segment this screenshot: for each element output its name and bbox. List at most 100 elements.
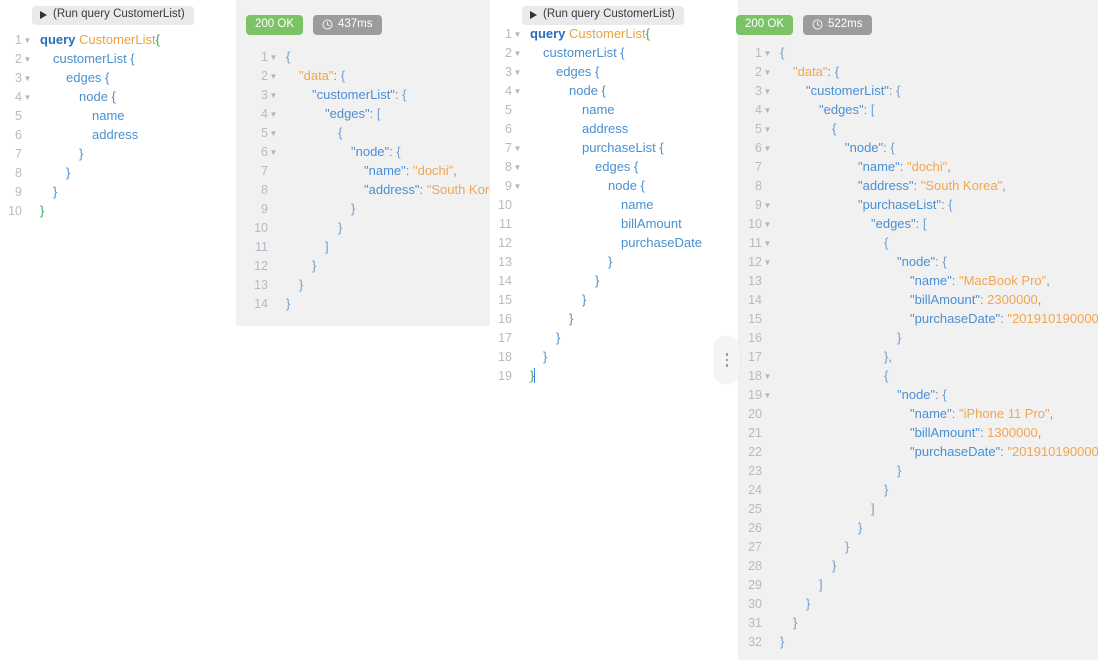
code-line[interactable]: 14▼} bbox=[246, 294, 508, 313]
code-line[interactable]: 17▼}, bbox=[736, 347, 1098, 366]
code-line[interactable]: 6▼address bbox=[490, 119, 702, 138]
code-line[interactable]: 22▼"purchaseDate": "20191019000000" bbox=[736, 442, 1098, 461]
code-line[interactable]: 10▼} bbox=[0, 201, 160, 220]
code-line[interactable]: 20▼"name": "iPhone 11 Pro", bbox=[736, 404, 1098, 423]
code-line[interactable]: 15▼"purchaseDate": "20191019000000" bbox=[736, 309, 1098, 328]
code-line[interactable]: 9▼node { bbox=[490, 176, 702, 195]
code-line[interactable]: 8▼} bbox=[0, 163, 160, 182]
code-line[interactable]: 6▼"node": { bbox=[736, 138, 1098, 157]
fold-arrow-icon[interactable]: ▼ bbox=[763, 144, 772, 153]
fold-arrow-icon[interactable]: ▼ bbox=[23, 74, 32, 83]
code-line[interactable]: 5▼name bbox=[0, 106, 160, 125]
code-line[interactable]: 8▼edges { bbox=[490, 157, 702, 176]
code-line[interactable]: 17▼} bbox=[490, 328, 702, 347]
code-line[interactable]: 6▼"node": { bbox=[246, 142, 508, 161]
fold-arrow-icon[interactable]: ▼ bbox=[763, 201, 772, 210]
graphql-query-editor-2[interactable]: (Run query CustomerList) 1▼query Custome… bbox=[490, 0, 728, 660]
fold-arrow-icon[interactable]: ▼ bbox=[763, 87, 772, 96]
code-line[interactable]: 12▼purchaseDate bbox=[490, 233, 702, 252]
fold-arrow-icon[interactable]: ▼ bbox=[513, 182, 522, 191]
query-code-lines-1[interactable]: 1▼query CustomerList{2▼customerList {3▼e… bbox=[0, 30, 160, 220]
fold-arrow-icon[interactable]: ▼ bbox=[269, 91, 278, 100]
code-line[interactable]: 11▼] bbox=[246, 237, 508, 256]
fold-arrow-icon[interactable]: ▼ bbox=[763, 49, 772, 58]
code-line[interactable]: 13▼} bbox=[246, 275, 508, 294]
fold-arrow-icon[interactable]: ▼ bbox=[513, 163, 522, 172]
code-line[interactable]: 12▼"node": { bbox=[736, 252, 1098, 271]
code-line[interactable]: 19▼"node": { bbox=[736, 385, 1098, 404]
code-line[interactable]: 27▼} bbox=[736, 537, 1098, 556]
fold-arrow-icon[interactable]: ▼ bbox=[269, 72, 278, 81]
run-query-button-1[interactable]: (Run query CustomerList) bbox=[32, 6, 194, 25]
code-line[interactable]: 4▼"edges": [ bbox=[246, 104, 508, 123]
code-line[interactable]: 3▼"customerList": { bbox=[736, 81, 1098, 100]
code-line[interactable]: 16▼} bbox=[736, 328, 1098, 347]
fold-arrow-icon[interactable]: ▼ bbox=[513, 87, 522, 96]
graphql-query-editor-1[interactable]: (Run query CustomerList) 1▼query Custome… bbox=[0, 0, 236, 660]
code-line[interactable]: 8▼"address": "South Korea", bbox=[736, 176, 1098, 195]
code-line[interactable]: 7▼} bbox=[0, 144, 160, 163]
code-line[interactable]: 15▼} bbox=[490, 290, 702, 309]
code-line[interactable]: 25▼] bbox=[736, 499, 1098, 518]
run-query-button-2[interactable]: (Run query CustomerList) bbox=[522, 6, 684, 25]
code-line[interactable]: 7▼purchaseList { bbox=[490, 138, 702, 157]
code-line[interactable]: 14▼"billAmount": 2300000, bbox=[736, 290, 1098, 309]
code-line[interactable]: 2▼customerList { bbox=[0, 49, 160, 68]
code-line[interactable]: 9▼} bbox=[246, 199, 508, 218]
code-line[interactable]: 5▼name bbox=[490, 100, 702, 119]
code-line[interactable]: 32▼} bbox=[736, 632, 1098, 651]
panel-resize-drag-handle[interactable] bbox=[714, 336, 740, 384]
code-line[interactable]: 30▼} bbox=[736, 594, 1098, 613]
fold-arrow-icon[interactable]: ▼ bbox=[763, 239, 772, 248]
code-line[interactable]: 13▼"name": "MacBook Pro", bbox=[736, 271, 1098, 290]
code-line[interactable]: 28▼} bbox=[736, 556, 1098, 575]
code-line[interactable]: 10▼"edges": [ bbox=[736, 214, 1098, 233]
code-line[interactable]: 11▼billAmount bbox=[490, 214, 702, 233]
fold-arrow-icon[interactable]: ▼ bbox=[23, 36, 32, 45]
code-line[interactable]: 7▼"name": "dochi", bbox=[246, 161, 508, 180]
code-line[interactable]: 29▼] bbox=[736, 575, 1098, 594]
fold-arrow-icon[interactable]: ▼ bbox=[763, 68, 772, 77]
fold-arrow-icon[interactable]: ▼ bbox=[269, 110, 278, 119]
code-line[interactable]: 9▼} bbox=[0, 182, 160, 201]
code-line[interactable]: 18▼} bbox=[490, 347, 702, 366]
code-line[interactable]: 12▼} bbox=[246, 256, 508, 275]
fold-arrow-icon[interactable]: ▼ bbox=[23, 93, 32, 102]
query-code-lines-2[interactable]: 1▼query CustomerList{2▼customerList {3▼e… bbox=[490, 24, 702, 385]
code-line[interactable]: 8▼"address": "South Korea" bbox=[246, 180, 508, 199]
code-line[interactable]: 4▼node { bbox=[0, 87, 160, 106]
fold-arrow-icon[interactable]: ▼ bbox=[763, 125, 772, 134]
code-line[interactable]: 26▼} bbox=[736, 518, 1098, 537]
fold-arrow-icon[interactable]: ▼ bbox=[513, 30, 522, 39]
fold-arrow-icon[interactable]: ▼ bbox=[23, 55, 32, 64]
code-line[interactable]: 11▼{ bbox=[736, 233, 1098, 252]
code-line[interactable]: 16▼} bbox=[490, 309, 702, 328]
code-line[interactable]: 2▼"data": { bbox=[246, 66, 508, 85]
response-code-lines-2[interactable]: 1▼{2▼"data": {3▼"customerList": {4▼"edge… bbox=[736, 43, 1098, 651]
fold-arrow-icon[interactable]: ▼ bbox=[269, 53, 278, 62]
fold-arrow-icon[interactable]: ▼ bbox=[763, 372, 772, 381]
code-line[interactable]: 1▼query CustomerList{ bbox=[490, 24, 702, 43]
code-line[interactable]: 2▼"data": { bbox=[736, 62, 1098, 81]
code-line[interactable]: 1▼{ bbox=[736, 43, 1098, 62]
code-line[interactable]: 6▼address bbox=[0, 125, 160, 144]
fold-arrow-icon[interactable]: ▼ bbox=[763, 391, 772, 400]
code-line[interactable]: 19▼} bbox=[490, 366, 702, 385]
response-code-lines-1[interactable]: 1▼{2▼"data": {3▼"customerList": {4▼"edge… bbox=[246, 47, 508, 313]
code-line[interactable]: 3▼edges { bbox=[490, 62, 702, 81]
fold-arrow-icon[interactable]: ▼ bbox=[513, 49, 522, 58]
fold-arrow-icon[interactable]: ▼ bbox=[513, 144, 522, 153]
fold-arrow-icon[interactable]: ▼ bbox=[269, 129, 278, 138]
code-line[interactable]: 13▼} bbox=[490, 252, 702, 271]
code-line[interactable]: 18▼{ bbox=[736, 366, 1098, 385]
code-line[interactable]: 24▼} bbox=[736, 480, 1098, 499]
code-line[interactable]: 3▼"customerList": { bbox=[246, 85, 508, 104]
code-line[interactable]: 4▼node { bbox=[490, 81, 702, 100]
code-line[interactable]: 10▼name bbox=[490, 195, 702, 214]
code-line[interactable]: 1▼query CustomerList{ bbox=[0, 30, 160, 49]
fold-arrow-icon[interactable]: ▼ bbox=[513, 68, 522, 77]
code-line[interactable]: 1▼{ bbox=[246, 47, 508, 66]
code-line[interactable]: 2▼customerList { bbox=[490, 43, 702, 62]
code-line[interactable]: 5▼{ bbox=[246, 123, 508, 142]
code-line[interactable]: 21▼"billAmount": 1300000, bbox=[736, 423, 1098, 442]
